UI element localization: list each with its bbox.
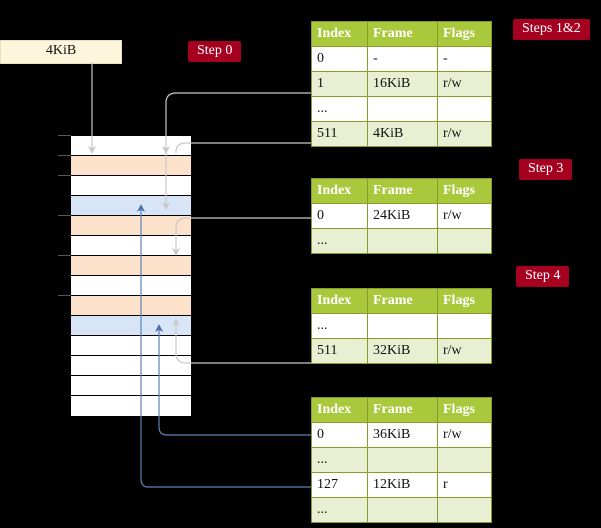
column-header-flags: Flags	[437, 21, 492, 47]
memory-frame-row	[71, 136, 191, 156]
table-cell: -	[437, 46, 492, 72]
table-cell: 511	[311, 338, 368, 364]
memory-frame-tick	[58, 215, 71, 216]
memory-frame-tick	[58, 135, 71, 136]
table-cell: 127	[311, 472, 368, 498]
table-row: ...	[311, 96, 492, 122]
table-cell	[437, 96, 492, 122]
memory-frame-row	[71, 276, 191, 296]
table-row: ...	[311, 447, 492, 473]
memory-frame-tick	[58, 175, 71, 176]
table-cell: ...	[311, 447, 368, 473]
table-cell	[367, 228, 438, 254]
table-cell: ...	[311, 228, 368, 254]
table-cell: 0	[311, 422, 368, 448]
table-cell: 24KiB	[367, 203, 438, 229]
memory-frame-row	[71, 236, 191, 256]
column-header-flags: Flags	[437, 178, 492, 204]
table-cell	[437, 228, 492, 254]
memory-frame-row	[71, 156, 191, 176]
memory-frame-tick	[58, 295, 71, 296]
table-cell	[367, 96, 438, 122]
virtual-address-label: 4KiB	[45, 43, 77, 58]
table-cell: r/w	[437, 422, 492, 448]
table-cell: 4KiB	[367, 121, 438, 147]
table-cell: 511	[311, 121, 368, 147]
table-cell: r/w	[437, 71, 492, 97]
table-row: 0--	[311, 46, 492, 72]
table-cell: 36KiB	[367, 422, 438, 448]
table-cell: -	[367, 46, 438, 72]
table-cell	[437, 447, 492, 473]
memory-frame-row	[71, 356, 191, 376]
column-header-index: Index	[311, 397, 368, 423]
table-cell: ...	[311, 313, 368, 339]
table-cell: 12KiB	[367, 472, 438, 498]
column-header-frame: Frame	[367, 178, 438, 204]
table-cell: 0	[311, 203, 368, 229]
table-row: ...	[311, 497, 492, 523]
memory-frame-row	[71, 376, 191, 396]
column-header-flags: Flags	[437, 397, 492, 423]
table-cell	[437, 497, 492, 523]
wire-step3-entry	[171, 217, 311, 256]
table-cell	[367, 447, 438, 473]
step-badge-step4: Step 4	[516, 266, 570, 287]
memory-frame-row	[71, 216, 191, 236]
table-cell: ...	[311, 497, 368, 523]
column-header-frame: Frame	[367, 21, 438, 47]
memory-frame-row	[71, 256, 191, 276]
wire-step4-entry	[171, 318, 311, 364]
column-header-index: Index	[311, 288, 368, 314]
table-cell	[367, 497, 438, 523]
table-cell: 1	[311, 71, 368, 97]
memory-frame-row	[71, 296, 191, 316]
column-header-index: Index	[311, 21, 368, 47]
table-row: ...	[311, 313, 492, 339]
table-cell: r/w	[437, 338, 492, 364]
table-cell	[437, 313, 492, 339]
memory-frame-tick	[58, 155, 71, 156]
table-cell: r/w	[437, 203, 492, 229]
table-row: ...	[311, 228, 492, 254]
column-header-frame: Frame	[367, 397, 438, 423]
virtual-address-box: 4KiB	[0, 40, 122, 64]
table-cell: 32KiB	[367, 338, 438, 364]
step-badge-step0: Step 0	[188, 41, 242, 62]
table-cell: r	[437, 472, 492, 498]
step-badge-steps12: Steps 1&2	[513, 19, 590, 40]
column-header-flags: Flags	[437, 288, 492, 314]
table-cell: r/w	[437, 121, 492, 147]
table-cell: ...	[311, 96, 368, 122]
memory-frame-row	[71, 396, 191, 416]
memory-frame-tick	[58, 255, 71, 256]
memory-frame-row	[71, 196, 191, 216]
column-header-frame: Frame	[367, 288, 438, 314]
table-cell	[367, 313, 438, 339]
table-cell: 16KiB	[367, 71, 438, 97]
memory-frame-row	[71, 336, 191, 356]
memory-frame-row	[71, 176, 191, 196]
table-cell: 0	[311, 46, 368, 72]
memory-frame-row	[71, 316, 191, 336]
wire-steps12-row511	[175, 142, 311, 153]
step-badge-step3: Step 3	[519, 159, 573, 180]
column-header-index: Index	[311, 178, 368, 204]
physical-memory-column	[70, 135, 191, 416]
